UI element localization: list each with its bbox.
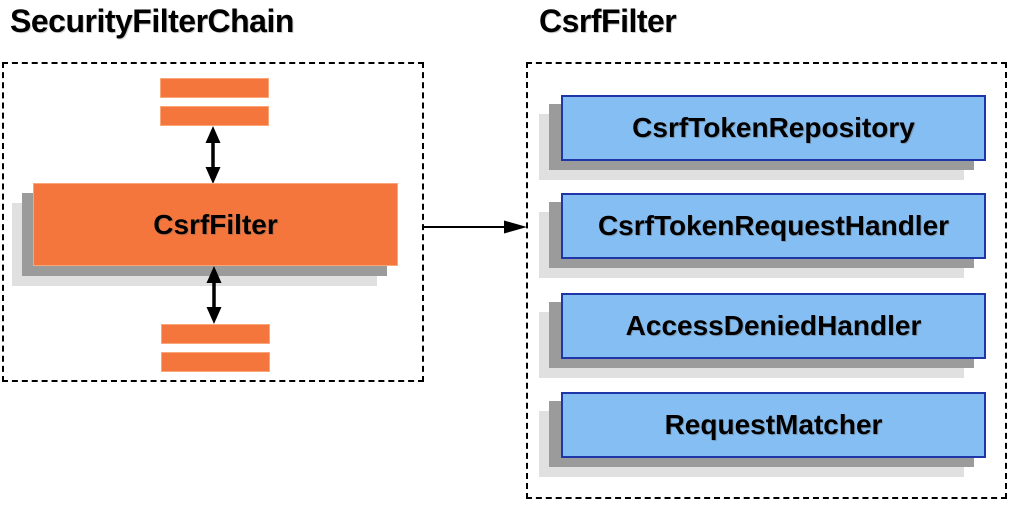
- component-label: CsrfTokenRequestHandler: [597, 210, 950, 241]
- csrf-filter-node: CsrfFilter: [33, 183, 398, 266]
- security-filter-chain-title: SecurityFilterChain: [10, 3, 294, 39]
- component-label: RequestMatcher: [664, 409, 883, 440]
- up-down-arrow-icon: [205, 126, 221, 184]
- up-down-arrow-icon: [206, 266, 222, 324]
- component-box-csrf-token-repository: CsrfTokenRepository: [561, 95, 986, 161]
- csrf-filter-container: [526, 62, 1007, 499]
- component-label: AccessDeniedHandler: [625, 310, 922, 341]
- component-box-access-denied-handler: AccessDeniedHandler: [561, 293, 986, 359]
- csrf-filter-title: CsrfFilter: [539, 3, 677, 39]
- security-filter-chain-container: [2, 62, 424, 382]
- filter-placeholder-bar: [160, 78, 269, 98]
- component-box-csrf-token-request-handler: CsrfTokenRequestHandler: [561, 193, 986, 259]
- filter-placeholder-bar: [161, 324, 270, 344]
- component-label: CsrfTokenRepository: [632, 112, 915, 143]
- right-arrow-icon: [423, 220, 527, 234]
- filter-placeholder-bar: [160, 106, 269, 126]
- filter-placeholder-bar: [161, 352, 270, 372]
- component-box-request-matcher: RequestMatcher: [561, 392, 986, 458]
- csrf-filter-node-label: CsrfFilter: [153, 208, 278, 240]
